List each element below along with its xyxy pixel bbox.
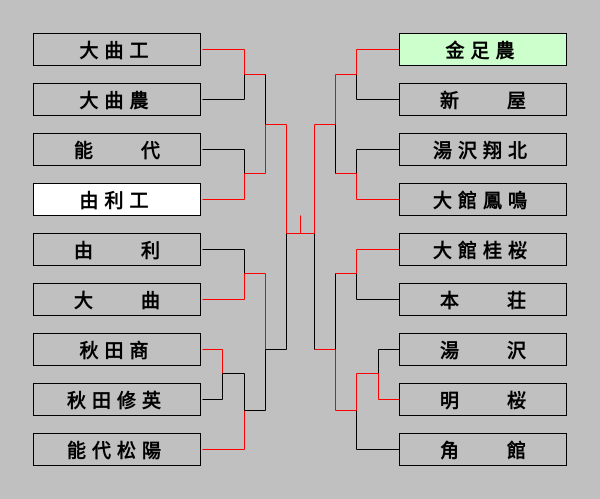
team-name-char: 能 [74,140,94,162]
team-left-2[interactable]: 大曲農 [33,83,201,116]
team-name-char: 代 [140,140,160,162]
team-right-1[interactable]: 金足農 [399,33,567,66]
team-left-5[interactable]: 由利 [33,233,201,266]
team-left-6[interactable]: 大曲 [33,283,201,316]
team-right-5[interactable]: 大館桂桜 [399,233,567,266]
team-name-char: 屋 [506,90,526,112]
team-name-char: 館 [506,440,526,462]
team-right-9[interactable]: 角館 [399,433,567,466]
team-left-3[interactable]: 能代 [33,133,201,166]
team-name-char: 曲 [140,290,160,312]
team-right-3[interactable]: 湯沢翔北 [399,133,567,166]
team-name-char: 本 [440,290,460,312]
team-name-char: 新 [440,90,460,112]
team-right-4[interactable]: 大館鳳鳴 [399,183,567,216]
team-right-6[interactable]: 本荘 [399,283,567,316]
team-name-char: 明 [440,390,460,412]
team-left-7[interactable]: 秋田商 [33,333,201,366]
team-left-4[interactable]: 由利工 [33,183,201,216]
team-left-8[interactable]: 秋田修英 [33,383,201,416]
team-right-7[interactable]: 湯沢 [399,333,567,366]
team-name-char: 沢 [506,340,526,362]
team-left-1[interactable]: 大曲工 [33,33,201,66]
team-name-char: 桜 [506,390,526,412]
team-right-2[interactable]: 新屋 [399,83,567,116]
team-right-8[interactable]: 明桜 [399,383,567,416]
team-name-char: 湯 [440,340,460,362]
team-name-char: 由 [74,240,94,262]
team-name-char: 角 [440,440,460,462]
team-name-char: 荘 [506,290,526,312]
team-name-char: 利 [140,240,160,262]
team-name-char: 大 [74,290,94,312]
team-left-9[interactable]: 能代松陽 [33,433,201,466]
